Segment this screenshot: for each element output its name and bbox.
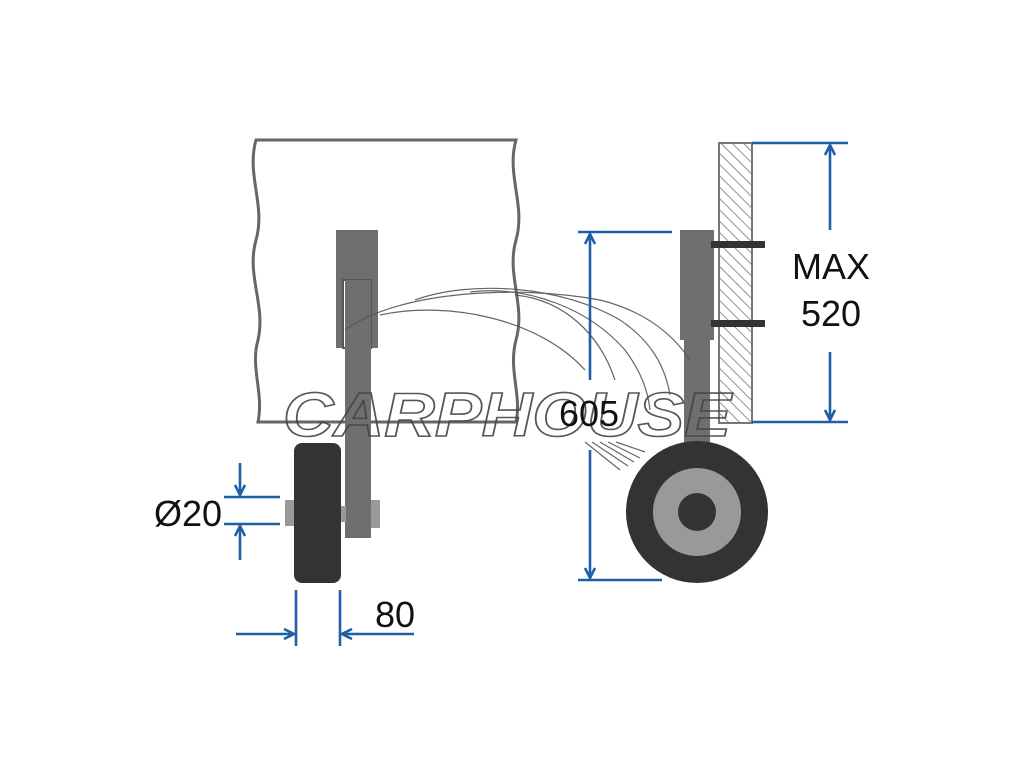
label-axle-diameter: Ø20 bbox=[154, 493, 222, 534]
axle-shaft bbox=[340, 506, 346, 522]
wheel-side-hub bbox=[678, 493, 716, 531]
clamp-bar-bottom bbox=[711, 320, 765, 327]
label-max-value: 520 bbox=[801, 293, 861, 334]
label-height: 605 bbox=[559, 393, 619, 434]
dimension-labels: MAX 520 605 Ø20 80 bbox=[154, 246, 870, 635]
hull-section bbox=[251, 138, 521, 424]
side-view bbox=[626, 142, 768, 583]
front-view bbox=[251, 138, 521, 583]
trolley-leg bbox=[345, 280, 371, 538]
axle-cap-right bbox=[371, 500, 380, 528]
label-wheel-width: 80 bbox=[375, 594, 415, 635]
side-bracket bbox=[680, 230, 714, 340]
dimension-lines bbox=[224, 141, 848, 646]
watermark-logo: CARPHOUSE bbox=[282, 287, 734, 471]
label-max: MAX bbox=[792, 246, 870, 287]
clamp-bar-top bbox=[711, 241, 765, 248]
axle bbox=[285, 500, 295, 526]
watermark-text: CARPHOUSE bbox=[283, 381, 733, 450]
wheel-front-view bbox=[294, 443, 341, 583]
transom-hatched bbox=[718, 142, 753, 424]
